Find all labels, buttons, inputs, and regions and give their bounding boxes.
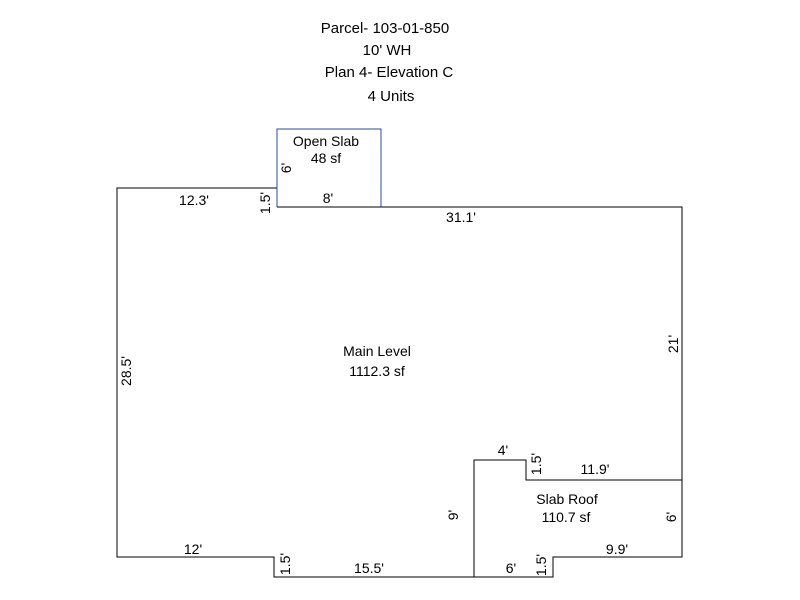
plan-elevation-label: Plan 4- Elevation C [325, 64, 454, 81]
slab-roof-outline [474, 480, 683, 578]
open-slab-outline [276, 128, 382, 207]
parcel-label: Parcel- 103-01-850 [321, 20, 449, 37]
units-label: 4 Units [368, 88, 415, 105]
slab-roof-area: 110.7 sf [542, 509, 591, 525]
open-slab-area: 48 sf [311, 150, 341, 166]
dim-left-side: 28.5' [118, 356, 134, 386]
dim-top-left-width: 12.3' [179, 192, 209, 208]
main-level-area: 1112.3 sf [349, 363, 405, 379]
dim-slab-roof-top: 11.9' [581, 461, 610, 477]
main-level-outline [116, 187, 683, 578]
dim-open-slab-width: 8' [323, 190, 333, 206]
dim-top-right-width: 31.1' [446, 209, 476, 225]
main-level-name: Main Level [343, 343, 411, 359]
dim-right-side: 21' [665, 335, 681, 353]
open-slab-name: Open Slab [293, 133, 359, 149]
dim-slab-roof-bottom-width: 6' [506, 560, 516, 576]
wall-height-label: 10' WH [363, 42, 412, 59]
dim-notch-width: 4' [498, 442, 508, 458]
dim-notch-side: 9' [445, 510, 461, 520]
dim-slab-roof-bottom-step: 1.5' [533, 554, 549, 576]
dim-notch-step: 1.5' [528, 453, 544, 475]
dim-slab-roof-side: 6' [663, 512, 679, 522]
dim-slab-roof-bottom-right: 9.9' [606, 541, 628, 557]
dim-bottom-left-width: 12' [184, 541, 202, 557]
slab-roof-name: Slab Roof [536, 491, 598, 507]
dim-open-slab-side: 6' [278, 163, 294, 173]
dim-bottom-middle-width: 15.5' [354, 560, 384, 576]
dim-top-left-step: 1.5' [257, 192, 273, 214]
dim-bottom-left-step: 1.5' [277, 553, 293, 575]
